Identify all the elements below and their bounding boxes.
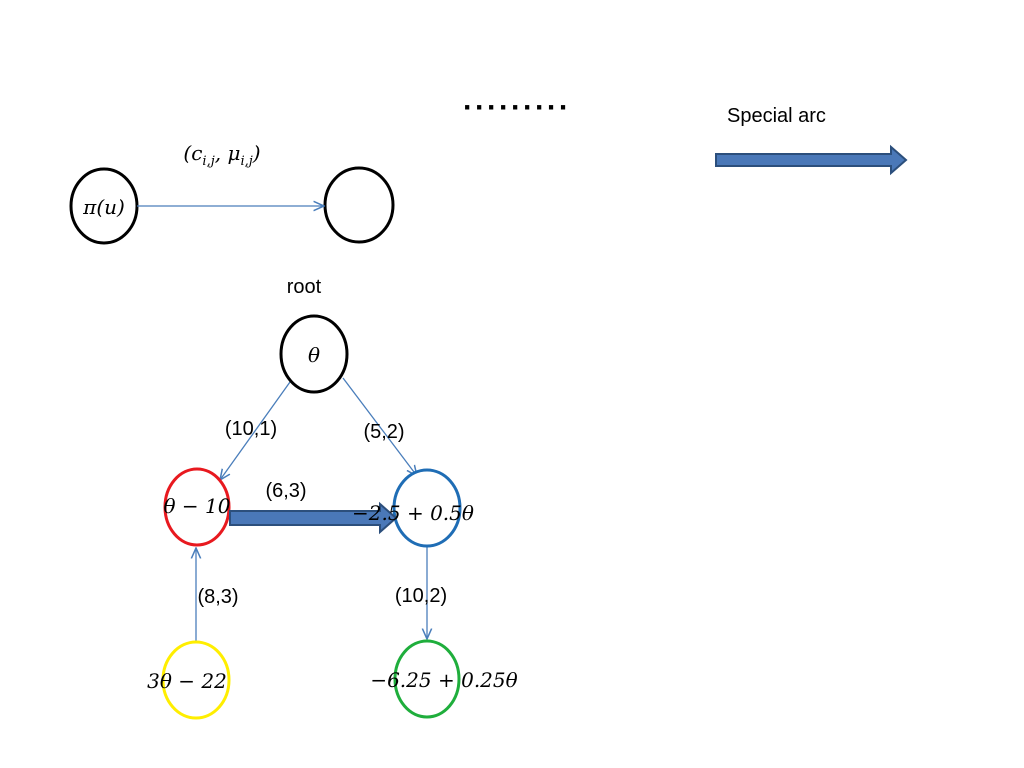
special-arc-label: Special arc [727,105,826,127]
example-node-label: π(u) [82,195,125,219]
arc-label-right-down: (10,2) [395,585,447,607]
node-root [279,314,349,394]
node-bottom-left-label: 3θ − 22 [147,669,227,693]
node-right-label: −2.5 + 0.5θ [352,501,474,525]
arc-label-left-right: (6,3) [265,480,306,502]
arc-label-root-left: (10,1) [225,418,277,440]
arc-label-bottom-left-up: (8,3) [197,586,238,608]
node-bottom-left [161,640,231,720]
root-caption: root [287,276,322,298]
arc-root-to-left [220,381,291,480]
example-node-target [323,166,395,244]
node-root-label: θ [308,343,320,367]
example-arc-label: (ci,j, μi,j) [183,141,260,169]
node-left-label: θ − 10 [164,494,231,518]
node-bottom-right-label: −6.25 + 0.25θ [370,668,517,692]
arc-label-root-right: (5,2) [363,421,404,443]
node-bottom-right [393,639,461,719]
special-arc-legend-arrow [715,144,908,176]
arc-root-to-right [342,377,417,476]
special-arc-left-to-right [229,501,398,535]
node-right [392,468,462,548]
node-left [163,467,231,547]
ellipsis-dots: ········· [463,91,571,124]
